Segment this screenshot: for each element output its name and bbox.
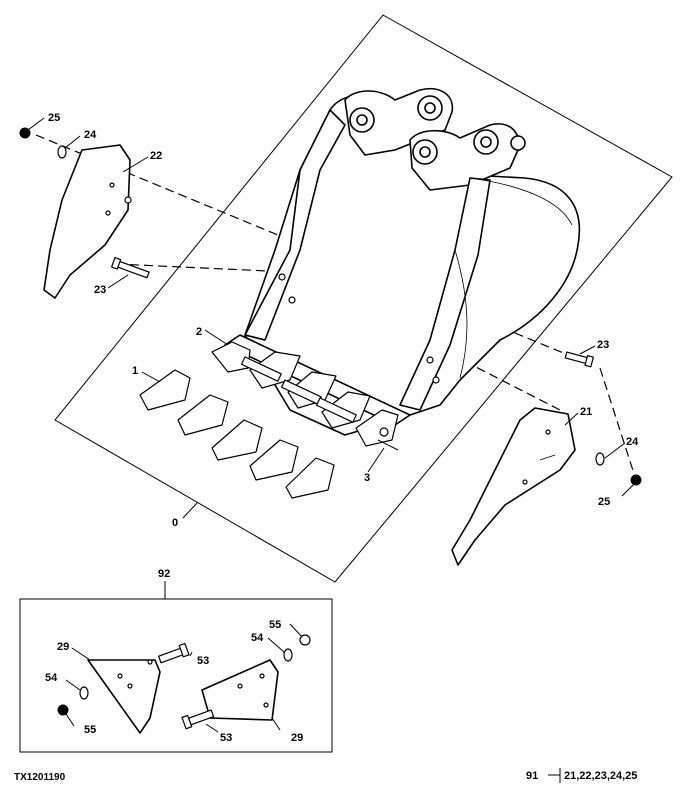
- kit-box: [19, 598, 333, 753]
- assembly-frame: [54, 14, 673, 583]
- side-cutter-left: [43, 144, 132, 299]
- callout-washer-left: 24: [84, 129, 97, 141]
- hardware-left: [19, 127, 150, 279]
- callout-washer-kit-left: 54: [45, 672, 58, 684]
- teeth: [139, 369, 335, 499]
- callout-tooth: 1: [132, 365, 138, 377]
- callout-plate-left: 29: [57, 641, 69, 653]
- pin: [377, 427, 399, 451]
- callout-bolt-right: 23: [597, 339, 609, 351]
- callout-side-cutter-left: 22: [150, 150, 162, 162]
- callout-nut-kit-right: 55: [269, 619, 281, 631]
- side-cutter-right: [451, 407, 576, 566]
- hardware-right: [564, 351, 642, 486]
- callout-assembly: 0: [172, 517, 178, 529]
- kit-plate-left: [57, 642, 190, 734]
- callout-pin: 3: [364, 472, 370, 484]
- callout-plate-right: 29: [291, 732, 303, 744]
- callout-nut-left: 25: [48, 112, 60, 124]
- callout-nut-kit-left: 55: [84, 724, 96, 736]
- figure-id: TX1201190: [14, 772, 66, 783]
- kit-plate-right: [181, 634, 311, 730]
- callout-adapter: 2: [196, 326, 202, 338]
- callout-bolt-kit-left: 53: [197, 655, 209, 667]
- kit-reference-parts: 21,22,23,24,25: [564, 770, 637, 782]
- callout-side-cutter-right: 21: [580, 406, 592, 418]
- callout-washer-right: 24: [626, 436, 639, 448]
- kit-reference-number: 91: [526, 770, 538, 782]
- callout-kit: 92: [158, 568, 170, 580]
- adapters: [211, 341, 399, 447]
- callouts: 25 24 22 23 2 1 3 0 23 21 24 25 92 29 53…: [14, 112, 639, 783]
- callout-nut-right: 25: [598, 496, 610, 508]
- leader-lines: [27, 117, 635, 783]
- callout-bolt-left: 23: [94, 284, 106, 296]
- callout-bolt-kit-right: 53: [220, 732, 232, 744]
- callout-washer-kit-right: 54: [251, 632, 264, 644]
